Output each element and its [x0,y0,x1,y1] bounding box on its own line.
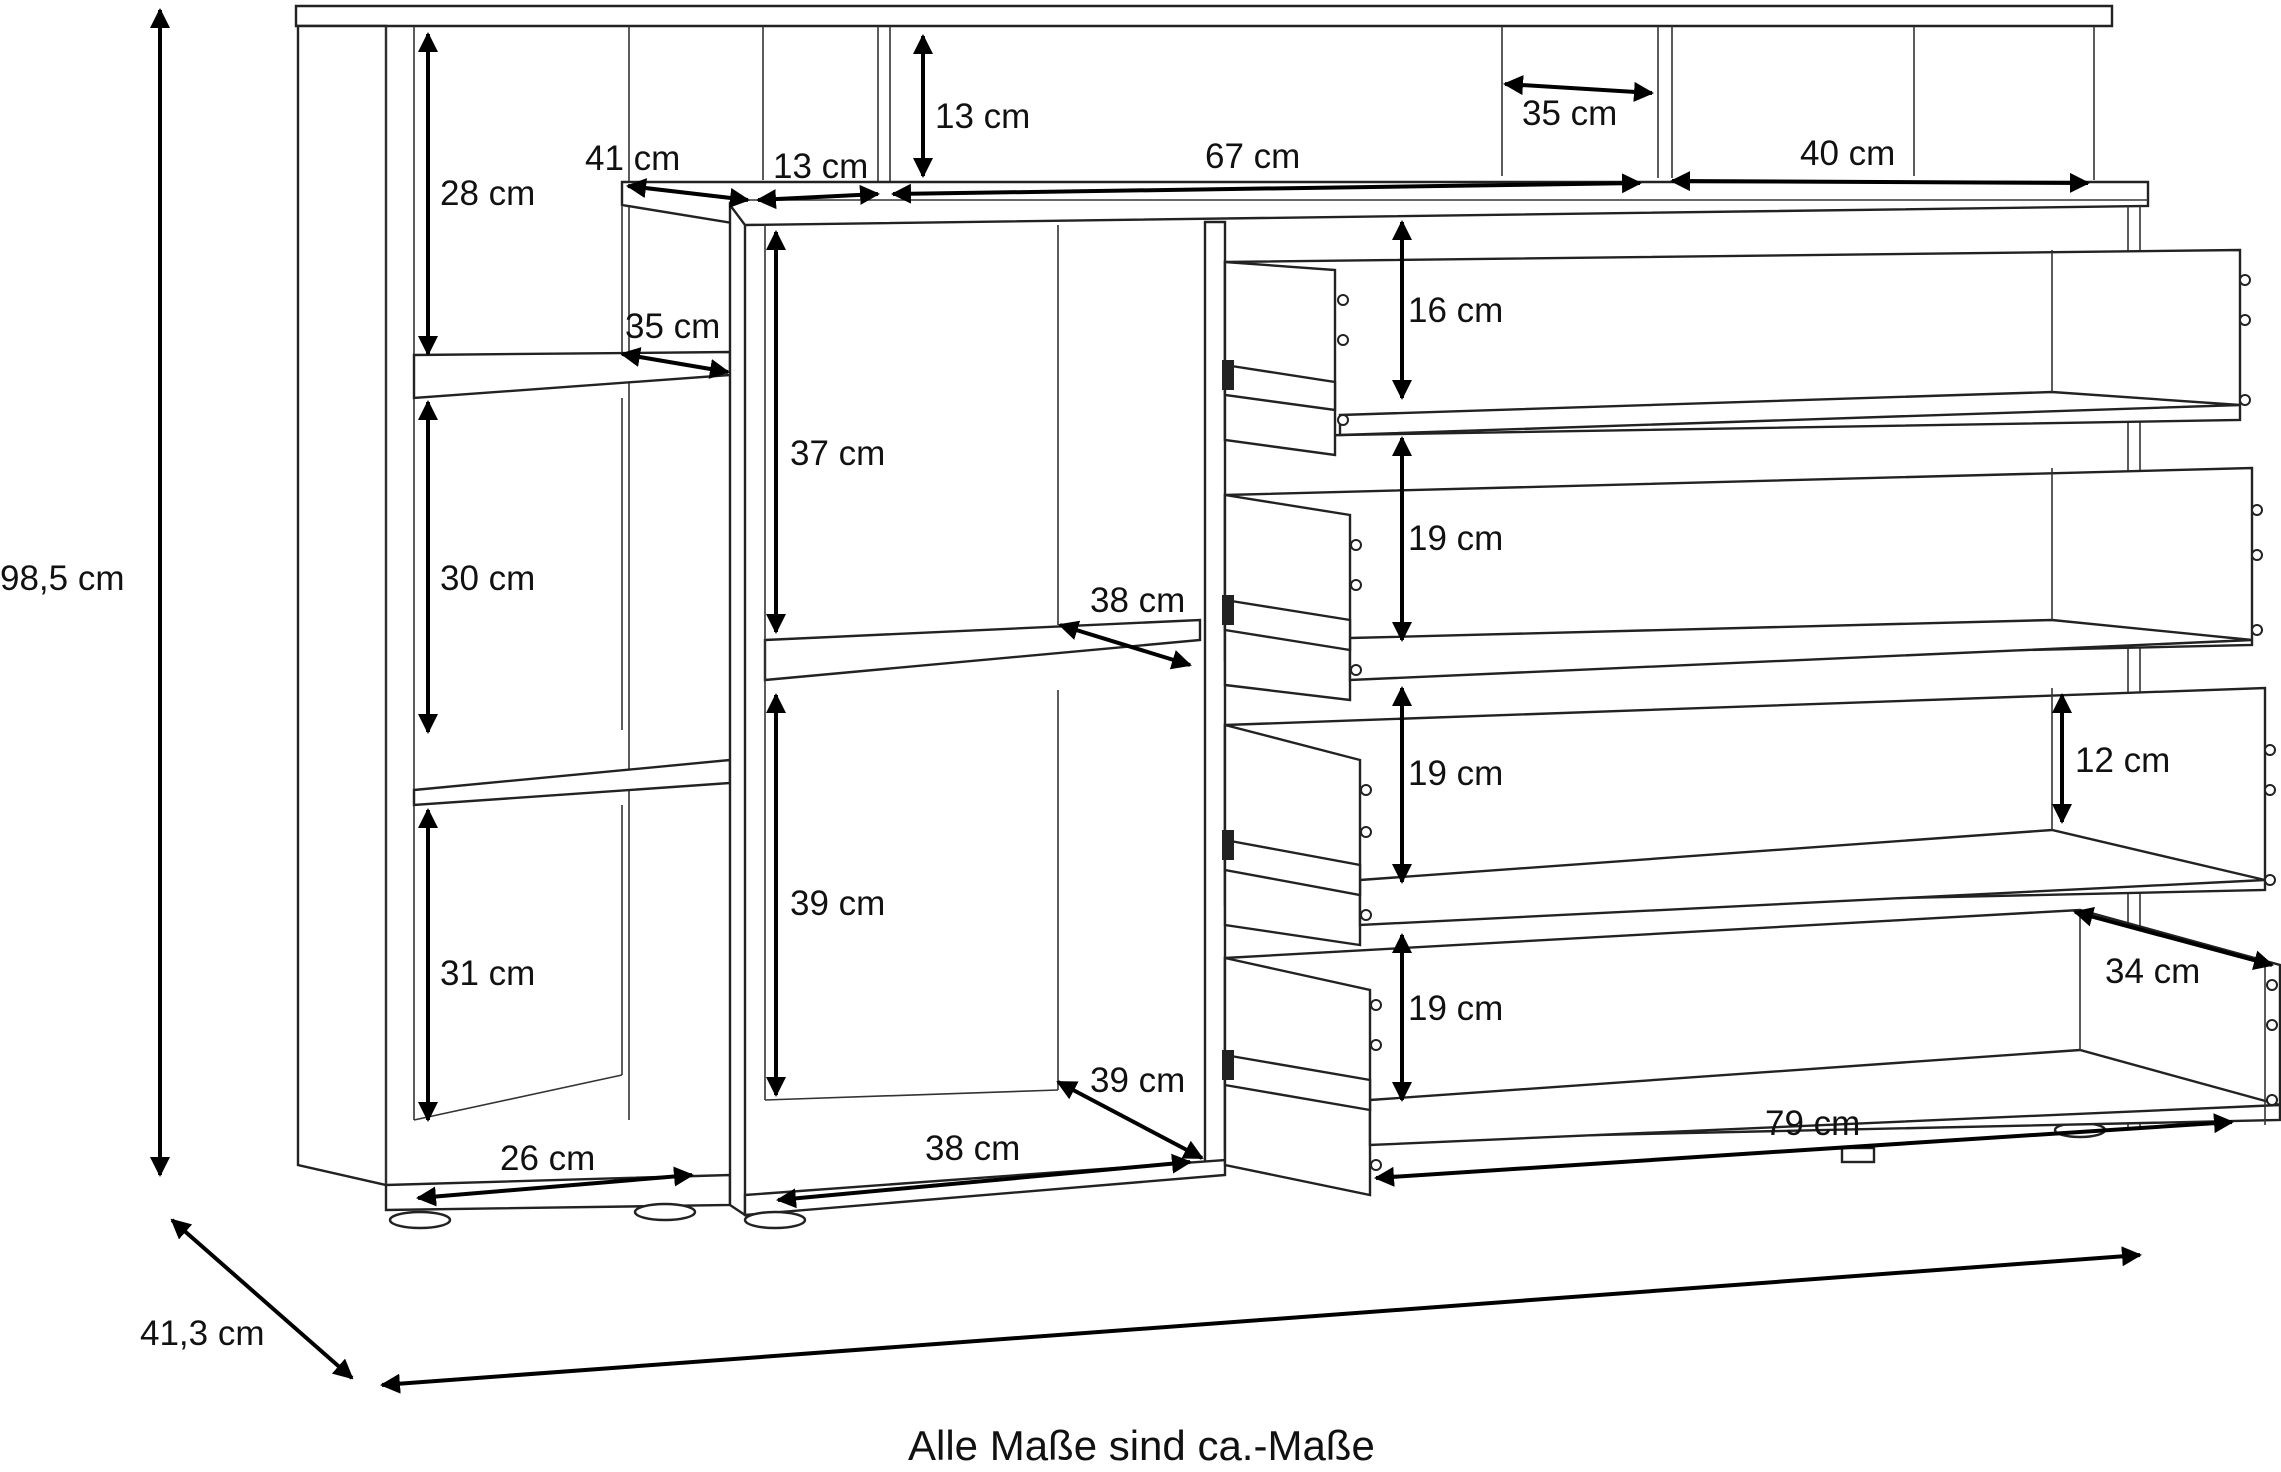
top-height-label: 13 cm [935,97,1030,136]
drawer-width-label: 79 cm [1765,1104,1860,1143]
left-shelf-depth-label: 35 cm [625,307,720,346]
left-shelf-3-label: 31 cm [440,954,535,993]
drawer-2 [1222,466,2263,702]
mid-bottom-depth-label: 39 cm [1090,1061,1185,1100]
drawer-depth-label: 34 cm [2105,952,2200,991]
left-width-label: 26 cm [500,1139,595,1178]
total-height-label: 98,5 cm [0,559,125,598]
left-shelf-1-label: 28 cm [440,174,535,213]
mid-lower-label: 39 cm [790,884,885,923]
drawer-3-label: 19 cm [1408,754,1503,793]
mid-shelf-depth-label: 38 cm [1090,581,1185,620]
drawer-4-label: 19 cm [1408,989,1503,1028]
total-depth-label: 41,3 cm [140,1314,265,1353]
top-mid-width-label: 67 cm [1205,137,1300,176]
mid-upper-label: 37 cm [790,434,885,473]
left-shelf-2-label: 30 cm [440,559,535,598]
top-compartment-depth-label: 35 cm [1522,94,1617,133]
drawer-3 [1222,686,2276,947]
drawer-2-label: 19 cm [1408,519,1503,558]
dimension-arrows [150,8,2274,1394]
top-right-width-label: 40 cm [1800,134,1895,173]
mid-width-label: 38 cm [925,1129,1020,1168]
top-gap-label: 13 cm [773,147,868,186]
drawer-1 [1222,248,2251,457]
drawer-1-label: 16 cm [1408,291,1503,330]
caption: Alle Maße sind ca.-Maße [908,1422,1375,1469]
drawer-3-inner-label: 12 cm [2075,741,2170,780]
top-left-depth-label: 41 cm [585,139,680,178]
